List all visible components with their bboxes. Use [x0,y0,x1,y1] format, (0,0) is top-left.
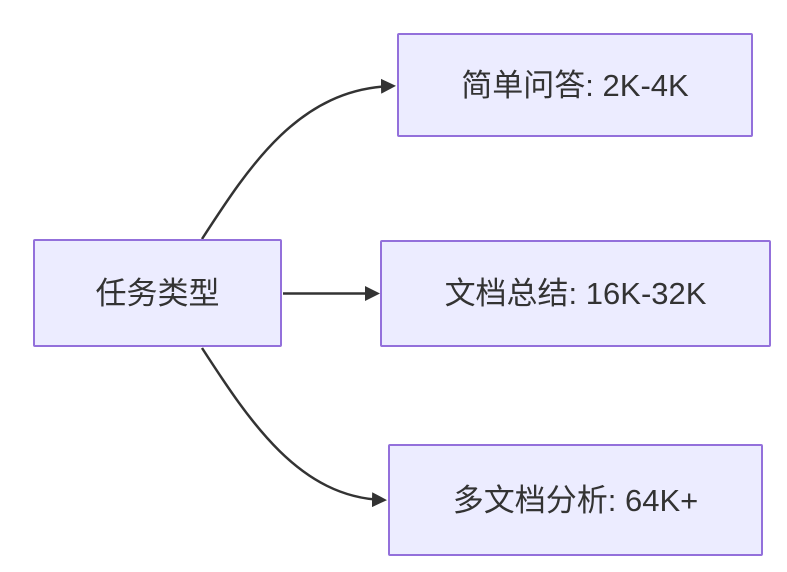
node-simple-qa: 简单问答: 2K-4K [397,33,753,137]
node-doc-summary-label: 文档总结: 16K-32K [444,276,707,311]
edge-task-to-multi-doc [200,347,387,508]
node-multi-doc: 多文档分析: 64K+ [388,444,763,556]
edge-task-to-simple-qa [200,78,396,240]
node-task-type-label: 任务类型 [95,275,220,311]
node-doc-summary: 文档总结: 16K-32K [380,240,771,347]
node-simple-qa-label: 简单问答: 2K-4K [461,67,689,103]
node-multi-doc-label: 多文档分析: 64K+ [452,482,699,518]
node-task-type: 任务类型 [33,239,282,347]
